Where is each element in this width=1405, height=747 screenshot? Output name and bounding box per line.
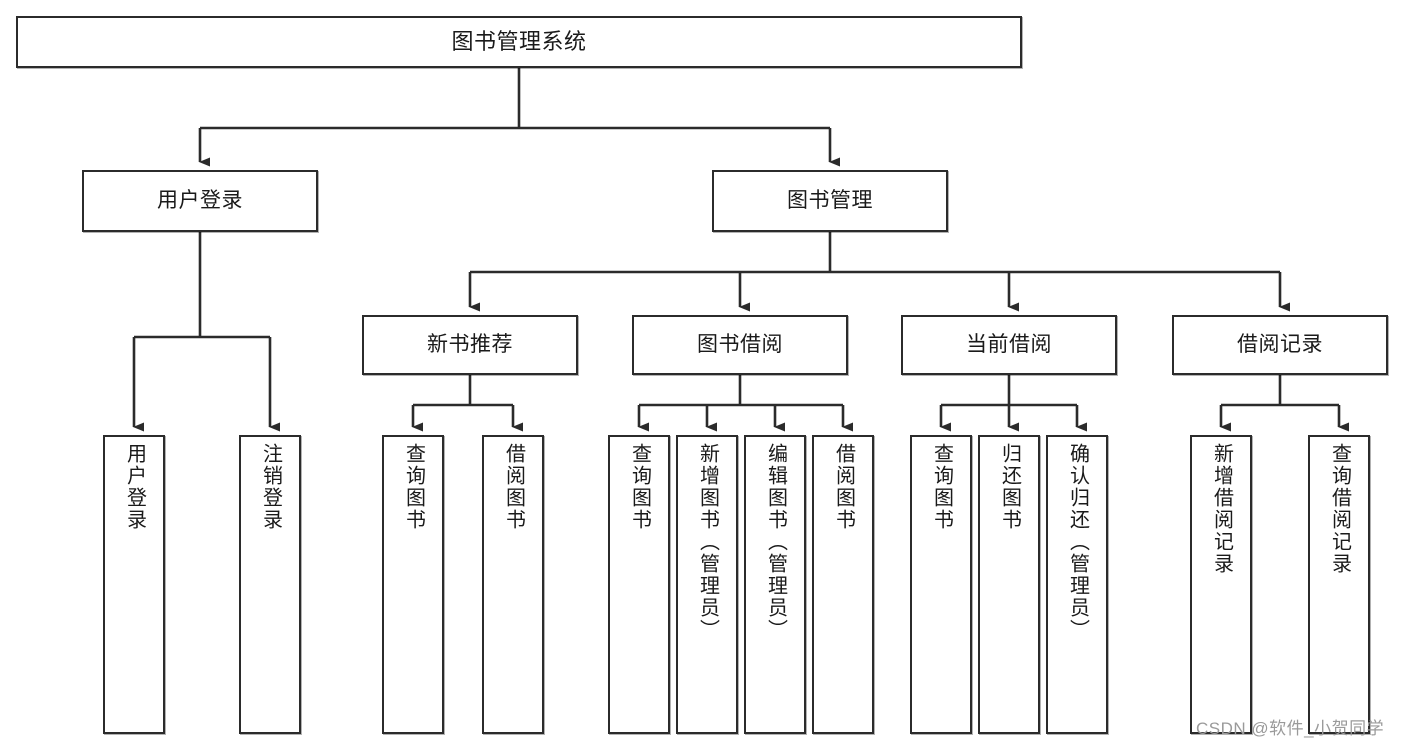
node-root-system-label: 图书管理系统 <box>451 29 587 55</box>
leaf-cb-return-book-label: 归还图书 <box>998 443 1021 531</box>
leaf-nb-borrow-book[interactable]: 借阅图书 <box>482 435 544 734</box>
leaf-cb-query-book-label: 查询图书 <box>930 443 953 531</box>
node-current-borrow-label: 当前借阅 <box>966 332 1052 356</box>
leaf-user-login-label: 用户登录 <box>123 443 146 531</box>
leaf-cb-confirm-return-label: 确认归还（管理员） <box>1066 443 1089 641</box>
leaf-nb-query-book[interactable]: 查询图书 <box>382 435 444 734</box>
csdn-watermark: CSDN @软件_小贺同学 <box>1196 719 1385 738</box>
node-root-system[interactable]: 图书管理系统 <box>16 16 1022 68</box>
node-borrow-record[interactable]: 借阅记录 <box>1172 315 1388 375</box>
node-current-borrow[interactable]: 当前借阅 <box>901 315 1117 375</box>
leaf-nb-borrow-book-label: 借阅图书 <box>502 443 525 531</box>
leaf-bb-borrow-book[interactable]: 借阅图书 <box>812 435 874 734</box>
node-new-book-recommend-label: 新书推荐 <box>427 332 513 356</box>
node-user-login-label: 用户登录 <box>157 188 243 212</box>
leaf-br-add-record-label: 新增借阅记录 <box>1210 443 1233 575</box>
leaf-br-query-record-label: 查询借阅记录 <box>1328 443 1351 575</box>
leaf-bb-add-book[interactable]: 新增图书（管理员） <box>676 435 738 734</box>
node-book-management[interactable]: 图书管理 <box>712 170 948 232</box>
node-borrow-record-label: 借阅记录 <box>1237 332 1323 356</box>
leaf-user-login[interactable]: 用户登录 <box>103 435 165 734</box>
leaf-nb-query-book-label: 查询图书 <box>402 443 425 531</box>
leaf-bb-edit-book-label: 编辑图书（管理员） <box>764 443 787 641</box>
leaf-bb-borrow-book-label: 借阅图书 <box>832 443 855 531</box>
leaf-bb-query-book[interactable]: 查询图书 <box>608 435 670 734</box>
leaf-logout-label: 注销登录 <box>259 443 282 531</box>
node-new-book-recommend[interactable]: 新书推荐 <box>362 315 578 375</box>
node-book-borrow-label: 图书借阅 <box>697 332 783 356</box>
leaf-br-add-record[interactable]: 新增借阅记录 <box>1190 435 1252 734</box>
node-book-management-label: 图书管理 <box>787 188 873 212</box>
leaf-bb-add-book-label: 新增图书（管理员） <box>696 443 719 641</box>
leaf-cb-return-book[interactable]: 归还图书 <box>978 435 1040 734</box>
leaf-cb-confirm-return[interactable]: 确认归还（管理员） <box>1046 435 1108 734</box>
leaf-br-query-record[interactable]: 查询借阅记录 <box>1308 435 1370 734</box>
leaf-logout[interactable]: 注销登录 <box>239 435 301 734</box>
leaf-cb-query-book[interactable]: 查询图书 <box>910 435 972 734</box>
node-user-login[interactable]: 用户登录 <box>82 170 318 232</box>
leaf-bb-edit-book[interactable]: 编辑图书（管理员） <box>744 435 806 734</box>
leaf-bb-query-book-label: 查询图书 <box>628 443 651 531</box>
node-book-borrow[interactable]: 图书借阅 <box>632 315 848 375</box>
